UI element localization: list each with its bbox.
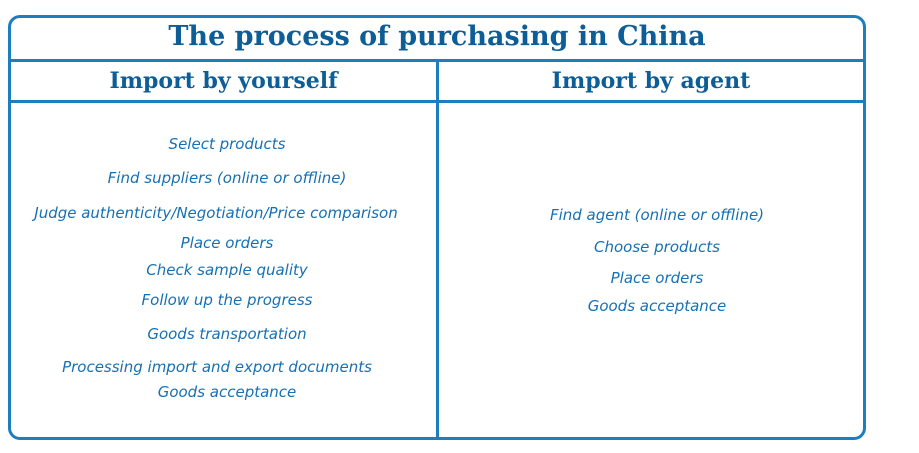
- step-self-6: Follow up the progress: [141, 291, 313, 309]
- column-header-import-by-yourself: Import by yourself: [11, 62, 436, 103]
- step-self-2: Find suppliers (online or offline): [107, 169, 347, 187]
- step-self-4: Place orders: [180, 234, 274, 252]
- step-self-7: Goods transportation: [147, 325, 307, 343]
- step-self-3: Judge authenticity/Negotiation/Price com…: [34, 204, 398, 222]
- step-self-5: Check sample quality: [146, 261, 308, 279]
- step-self-9: Goods acceptance: [157, 383, 297, 401]
- column-header-import-by-agent: Import by agent: [439, 62, 863, 103]
- step-self-8: Processing import and export documents: [62, 358, 372, 376]
- column-divider: [436, 62, 439, 437]
- step-self-1: Select products: [168, 135, 286, 153]
- table-title: The process of purchasing in China: [11, 18, 863, 62]
- step-agent-4: Goods acceptance: [587, 297, 727, 315]
- step-agent-3: Place orders: [610, 269, 704, 287]
- process-table: The process of purchasing in China Impor…: [8, 15, 866, 440]
- step-agent-2: Choose products: [594, 238, 720, 256]
- step-agent-1: Find agent (online or offline): [549, 206, 765, 224]
